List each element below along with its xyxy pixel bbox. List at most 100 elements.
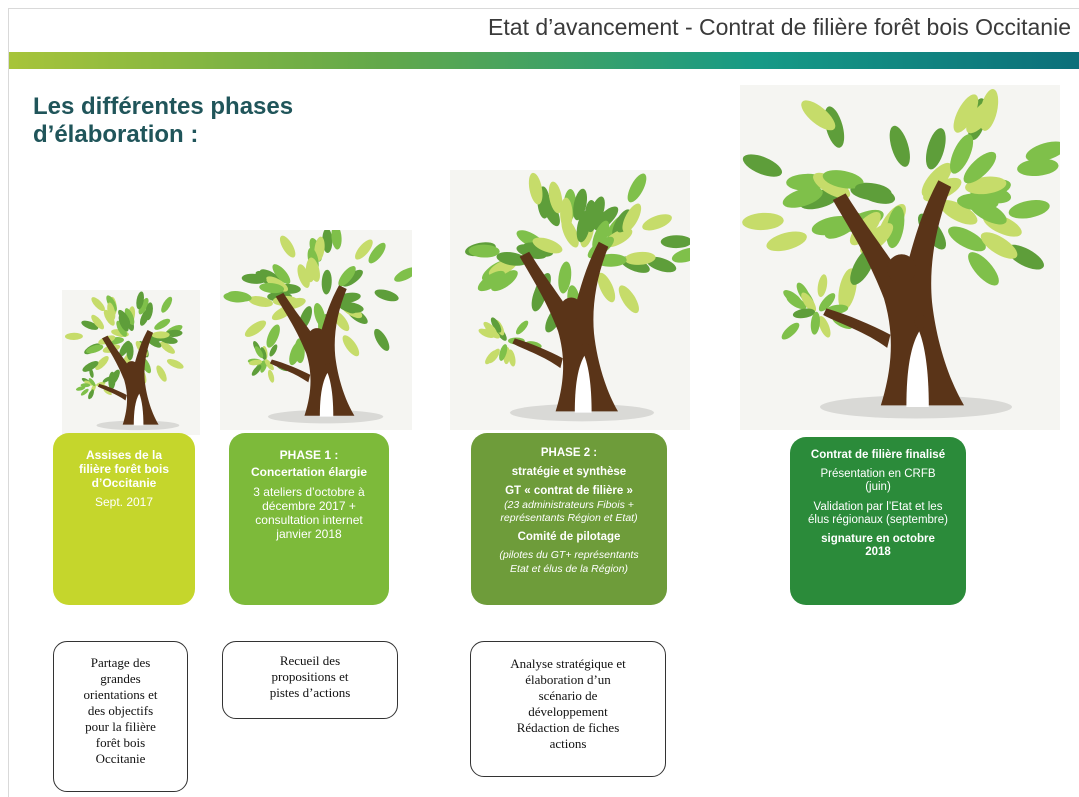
leaf-shape [646,256,677,273]
figure-head [125,361,138,374]
leaf-shape [154,318,171,330]
leaf-shape [161,296,173,313]
leaf-shape [801,292,817,313]
leaf-shape [151,331,170,339]
stage-line: (juin) [865,481,891,493]
child-figure-head [580,343,591,354]
stage-line: janvier 2018 [276,527,342,541]
leaf-shape [81,320,99,330]
leaf-shape [394,267,412,282]
note-line: Recueil des [279,653,341,668]
stage-line: PHASE 1 : [279,448,339,462]
figure-head [560,297,582,320]
stage-line: consultation internet [255,513,363,527]
leaf-shape [979,89,999,131]
stage-line: (pilotes du GT+ représentants [499,549,639,561]
leaf-shape [103,388,112,396]
leaf-shape [321,269,332,295]
leaf-shape [822,170,864,189]
tree-illustration-large [450,170,690,430]
leaf-shape [742,154,783,177]
leaf-shape [541,196,560,227]
leaf-shape [241,273,267,284]
section-title: Les différentes phases d’élaboration : [33,93,373,149]
leaf-shape [810,311,820,335]
leaf-shape [671,247,690,263]
leaf-shape [368,242,386,264]
leaf-shape [969,199,1007,225]
leaf-shape [477,270,506,292]
leaf-shape [108,371,116,390]
leaf-shape [468,244,500,258]
tree-branch [512,338,563,369]
leaf-shape [75,386,86,391]
note-box-assises: Partage des grandes orientations et des … [53,641,188,792]
leaf-shape [138,297,149,315]
section-title-line-1: Les différentes phases [33,93,294,120]
leaf-shape [136,291,145,310]
child-figure-head [324,363,333,371]
stage-line: stratégie et synthèse [511,465,627,478]
leaf-shape [297,264,310,288]
leaf-shape [106,295,117,312]
leaf-shape [272,264,291,285]
leaf-shape [91,314,105,330]
leaf-shape [642,214,672,231]
tree-branch [823,308,891,348]
leaf-shape [953,94,979,133]
leaf-shape [64,332,83,340]
leaf-shape [818,293,836,312]
stage-box-contrat-finalise: Contrat de filière finalisé Présentation… [790,437,966,605]
leaf-shape [939,200,978,225]
leaf-shape [515,320,529,335]
leaf-shape [792,308,816,319]
stage-box-phase-2: PHASE 2 : stratégie et synthèse GT « con… [471,433,667,605]
note-line: actions [549,736,587,751]
leaf-shape [248,296,273,307]
tree-graphic [740,85,1060,430]
leaf-shape [251,365,262,376]
tree-trunk [519,241,618,412]
leaf-shape [313,302,326,328]
leaf-shape [88,378,96,387]
figure-head [887,254,916,284]
tree-branch [97,383,127,401]
stage-line: Assises de la [85,448,163,462]
stage-line: Présentation en CRFB [820,467,936,480]
stage-text: Assises de la filière forêt bois d’Occit… [53,448,195,509]
stage-line: décembre 2017 + [262,499,356,513]
section-title-line-2: d’élaboration : [33,121,199,148]
child-figure-head [914,315,928,329]
stage-line: d’Occitanie [91,476,157,490]
leaf-shape [1008,200,1050,219]
leaf-shape [95,356,109,370]
figure-body [574,355,592,413]
note-line: pour la filière [85,719,156,734]
leaf-shape [355,239,373,260]
leaf-shape [244,320,267,337]
leaf-shape [508,349,516,367]
leaf-shape [84,380,94,386]
note-line: Rédaction de fiches [516,720,620,735]
leaf-shape [597,272,616,303]
leaf-shape [91,297,105,312]
note-line: Occitanie [95,751,146,766]
leaf-shape [89,389,94,399]
leaf-shape [485,350,498,365]
stage-box-phase-1: PHASE 1 : Concertation élargie 3 atelier… [229,433,389,605]
leaf-shape [308,257,320,282]
stage-line: Contrat de filière finalisé [810,449,946,461]
tree-branch [269,359,311,383]
figure-body [133,393,144,426]
leaf-shape [103,309,115,326]
leaf-shape [156,365,167,382]
stage-line: Etat et élus de la Région) [510,562,628,575]
leaf-shape [80,383,91,388]
leaf-shape [116,320,127,337]
note-line: propositions et [271,669,349,684]
leaf-shape [855,183,896,204]
note-line: des objectifs [87,703,154,718]
leaf-shape [968,252,999,286]
leaf-shape [593,206,619,231]
leaf-shape [264,359,274,371]
